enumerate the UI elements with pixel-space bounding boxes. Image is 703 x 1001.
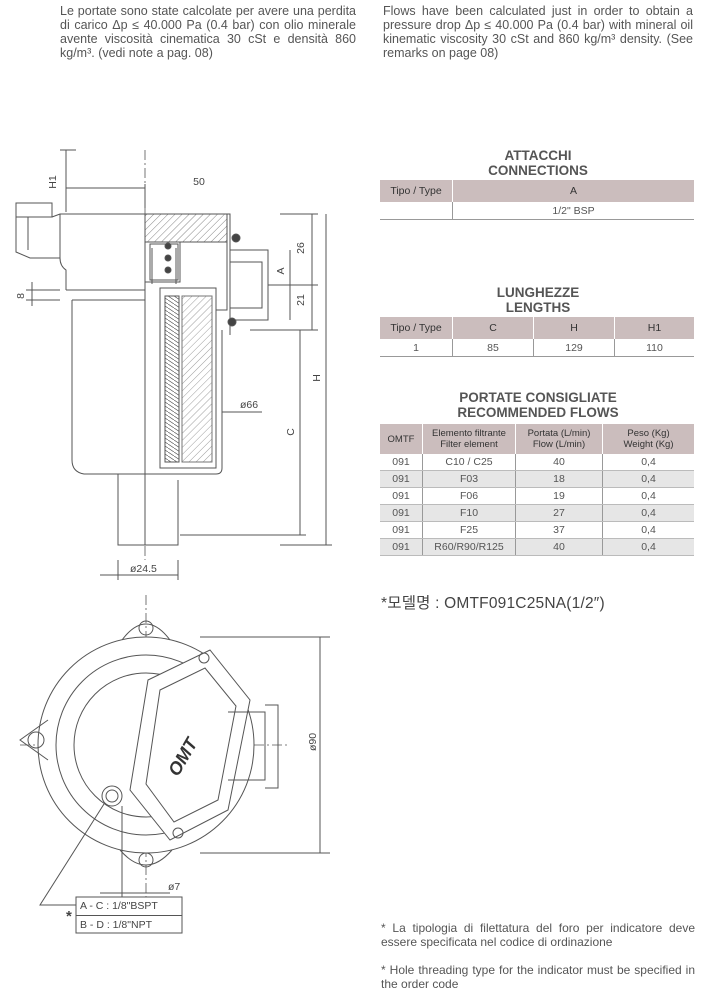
flows-cell: 091 bbox=[380, 504, 423, 522]
dim-h1-label: H1 bbox=[47, 175, 59, 189]
dim-8-label: 8 bbox=[15, 293, 27, 299]
dim-26-label: 26 bbox=[295, 242, 307, 254]
note-italian: * La tipologia di filettatura del foro p… bbox=[381, 921, 695, 949]
legend-row-bspt: A - C : 1/8"BSPT bbox=[76, 897, 182, 916]
legend-asterisk: * bbox=[66, 908, 72, 925]
flows-cell: F03 bbox=[422, 470, 516, 488]
intro-text-english: Flows have been calculated just in order… bbox=[383, 4, 693, 60]
flows-cell: F06 bbox=[422, 487, 516, 505]
connections-title-it: ATTACCHI bbox=[504, 148, 572, 163]
lengths-title: LUNGHEZZE LENGTHS bbox=[380, 285, 696, 315]
legend-row-npt: B - D : 1/8"NPT bbox=[80, 919, 152, 931]
lengths-cell-h1: 110 bbox=[614, 339, 694, 357]
thread-legend: A - C : 1/8"BSPT B - D : 1/8"NPT bbox=[76, 897, 182, 934]
connections-cell-a: 1/2" BSP bbox=[452, 202, 694, 220]
flows-cell: 091 bbox=[380, 487, 423, 505]
dim-90-label: ø90 bbox=[307, 733, 319, 751]
flows-cell: 18 bbox=[515, 470, 603, 488]
lengths-header-type: Tipo / Type bbox=[380, 317, 453, 339]
flows-cell: 0,4 bbox=[602, 454, 694, 471]
lengths-cell-c: 85 bbox=[452, 339, 534, 357]
dim-7-label: ø7 bbox=[168, 881, 180, 893]
model-code: *모델명 : OMTF091C25NA(1/2″) bbox=[381, 595, 605, 612]
flows-cell: 19 bbox=[515, 487, 603, 505]
note-english: * Hole threading type for the indicator … bbox=[381, 963, 695, 991]
flows-cell: 40 bbox=[515, 538, 603, 556]
flows-cell: 37 bbox=[515, 521, 603, 539]
connections-title-en: CONNECTIONS bbox=[488, 163, 588, 178]
dim-c-label: C bbox=[285, 428, 297, 436]
flows-header-element: Elemento filtrante Filter element bbox=[422, 424, 516, 454]
flows-cell: F25 bbox=[422, 521, 516, 539]
lengths-header-h: H bbox=[533, 317, 615, 339]
flows-cell: 0,4 bbox=[602, 538, 694, 556]
flows-header-omtf: OMTF bbox=[380, 424, 423, 454]
dim-50-label: 50 bbox=[193, 176, 205, 188]
dim-21-label: 21 bbox=[295, 294, 307, 306]
dim-66-label: ø66 bbox=[240, 399, 258, 411]
flows-cell: 0,4 bbox=[602, 487, 694, 505]
connections-table: Tipo / Type A 1/2" BSP bbox=[380, 180, 694, 220]
flows-cell: 091 bbox=[380, 454, 423, 471]
flows-cell: R60/R90/R125 bbox=[422, 538, 516, 556]
flows-cell: 091 bbox=[380, 538, 423, 556]
flows-header-flow: Portata (L/min) Flow (L/min) bbox=[515, 424, 603, 454]
intro-text-italian: Le portate sono state calcolate per aver… bbox=[60, 4, 356, 60]
flows-table: OMTF Elemento filtrante Filter element P… bbox=[380, 424, 694, 556]
lengths-header-h1: H1 bbox=[614, 317, 694, 339]
lengths-table: Tipo / Type C H H1 1 85 129 110 bbox=[380, 317, 694, 357]
dim-h-label: H bbox=[311, 374, 323, 382]
technical-drawing: 50 H1 8 26 A 21 H C ø66 ø24.5 ø90 ø7 OMT bbox=[15, 149, 332, 934]
connections-header-a: A bbox=[452, 180, 694, 202]
flows-cell: 091 bbox=[380, 470, 423, 488]
connections-title: ATTACCHI CONNECTIONS bbox=[380, 148, 696, 178]
flows-cell: 27 bbox=[515, 504, 603, 522]
flows-title: PORTATE CONSIGLIATE RECOMMENDED FLOWS bbox=[380, 390, 696, 420]
flows-cell: C10 / C25 bbox=[422, 454, 516, 471]
dim-24-5-label: ø24.5 bbox=[130, 563, 157, 575]
flows-cell: 091 bbox=[380, 521, 423, 539]
connections-header-type: Tipo / Type bbox=[380, 180, 453, 202]
lengths-cell-type: 1 bbox=[380, 339, 453, 357]
dim-a-label: A bbox=[275, 267, 287, 274]
flows-title-it: PORTATE CONSIGLIATE bbox=[459, 390, 617, 405]
connections-cell-type bbox=[380, 202, 453, 220]
lengths-title-en: LENGTHS bbox=[505, 300, 571, 315]
flows-cell: 0,4 bbox=[602, 521, 694, 539]
lengths-cell-h: 129 bbox=[533, 339, 615, 357]
flows-header-weight: Peso (Kg) Weight (Kg) bbox=[602, 424, 694, 454]
lengths-header-c: C bbox=[452, 317, 534, 339]
flows-cell: F10 bbox=[422, 504, 516, 522]
flows-cell: 0,4 bbox=[602, 470, 694, 488]
flows-cell: 0,4 bbox=[602, 504, 694, 522]
flows-cell: 40 bbox=[515, 454, 603, 471]
lengths-title-it: LUNGHEZZE bbox=[496, 285, 580, 300]
flows-title-en: RECOMMENDED FLOWS bbox=[457, 405, 619, 420]
